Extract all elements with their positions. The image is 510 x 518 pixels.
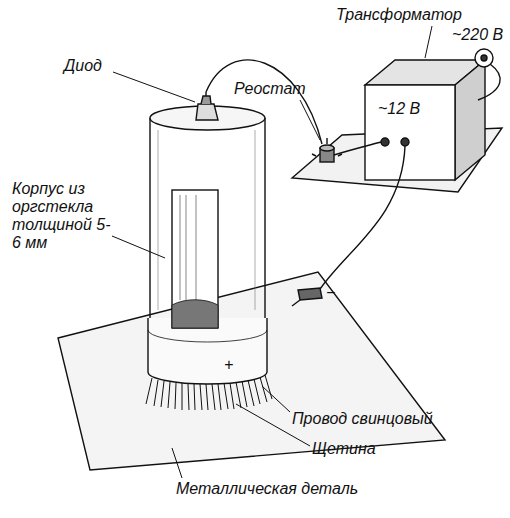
power-cord bbox=[478, 64, 500, 100]
part-label: Реостат bbox=[234, 80, 306, 98]
part-label: Щетина bbox=[312, 440, 376, 458]
voltage-label: ~220 В bbox=[452, 26, 503, 44]
wire bbox=[318, 146, 405, 292]
plexiglass-housing bbox=[148, 106, 267, 384]
part-label: Корпус из оргстекла толщиной 5-6 мм bbox=[12, 180, 112, 252]
diode-symbol bbox=[196, 92, 218, 120]
polarity-sign: + bbox=[224, 356, 233, 374]
clip bbox=[292, 288, 322, 306]
part-label: Провод свинцовый bbox=[292, 410, 433, 428]
polarity-sign: − bbox=[326, 284, 335, 302]
part-label: Металлическая деталь bbox=[176, 480, 358, 498]
wire bbox=[206, 60, 322, 144]
socket bbox=[475, 49, 493, 67]
leader-line bbox=[112, 26, 432, 478]
part-label: Трансформатор bbox=[336, 6, 462, 24]
metal-plate bbox=[58, 272, 445, 470]
voltage-label: ~12 В bbox=[378, 100, 420, 118]
part-label: Диод bbox=[64, 57, 102, 75]
transformer-box bbox=[365, 60, 485, 180]
rheostat-symbol bbox=[312, 138, 381, 162]
